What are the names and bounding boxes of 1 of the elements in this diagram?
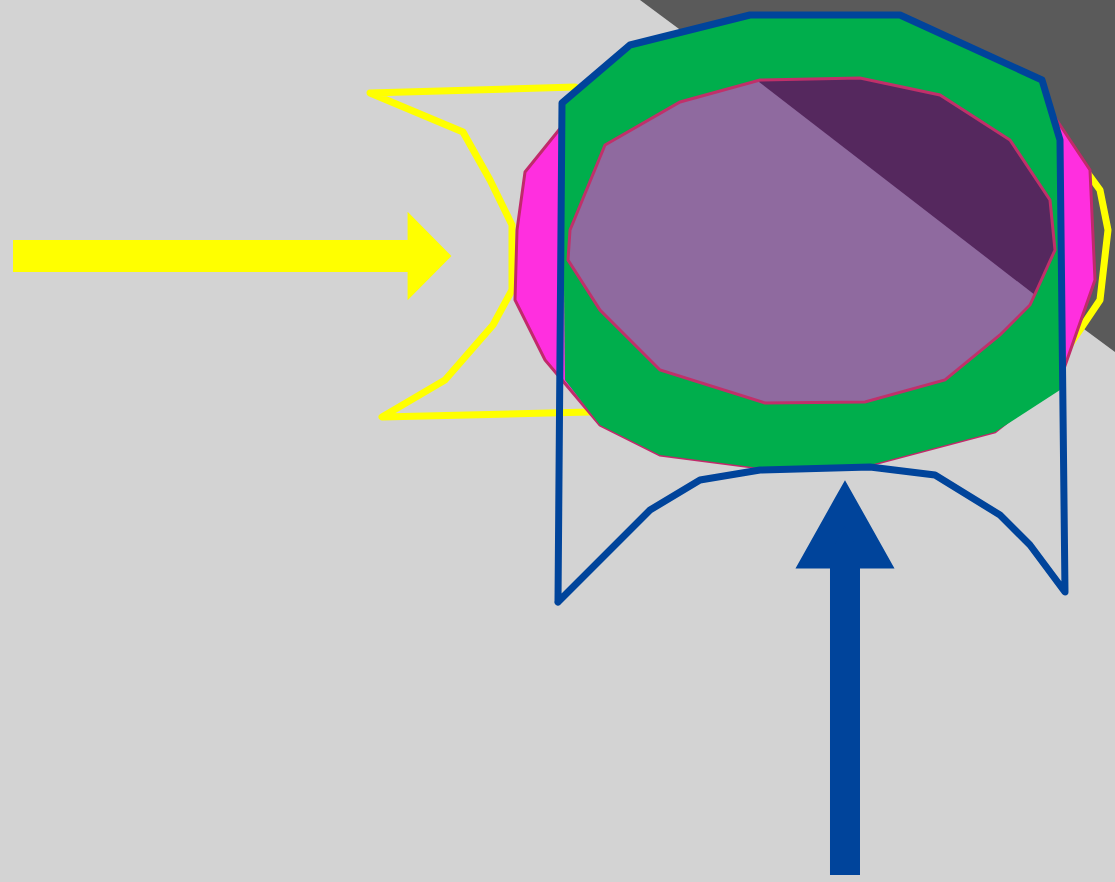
holder-drawing [554, 11, 1069, 606]
